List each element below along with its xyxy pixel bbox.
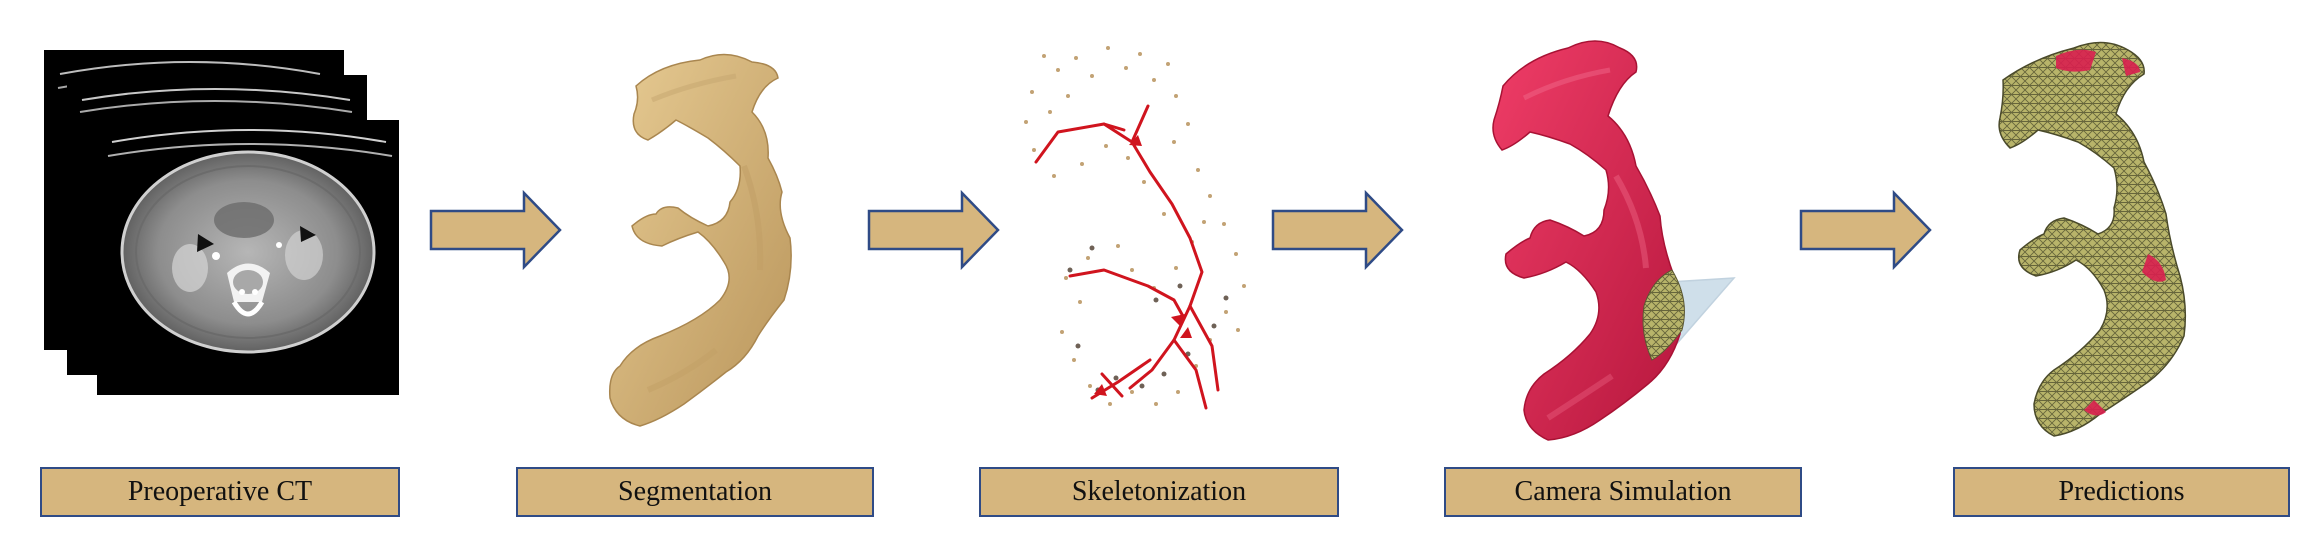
segmentation-render <box>608 53 792 427</box>
flow-arrow-icon <box>867 189 1000 271</box>
flow-arrow-icon <box>429 189 562 271</box>
camera-simulation-render <box>1492 40 1736 441</box>
label-segmentation: Segmentation <box>516 467 874 517</box>
label-preoperative-ct: Preoperative CT <box>40 467 400 517</box>
label-skeletonization: Skeletonization <box>979 467 1339 517</box>
ct-slices-image <box>44 50 399 395</box>
label-preoperative-ct-text: Preoperative CT <box>127 476 313 507</box>
label-camera-simulation-text: Camera Simulation <box>1514 476 1732 507</box>
label-predictions: Predictions <box>1953 467 2290 517</box>
prediction-mesh-render <box>1998 41 2187 437</box>
skeleton-point-cloud <box>1024 46 1246 410</box>
flow-arrow-icon <box>1271 189 1404 271</box>
label-camera-simulation: Camera Simulation <box>1444 467 1802 517</box>
label-predictions-text: Predictions <box>2058 476 2185 507</box>
label-segmentation-text: Segmentation <box>618 476 772 507</box>
flow-arrow-icon <box>1799 189 1932 271</box>
label-skeletonization-text: Skeletonization <box>1071 476 1247 507</box>
